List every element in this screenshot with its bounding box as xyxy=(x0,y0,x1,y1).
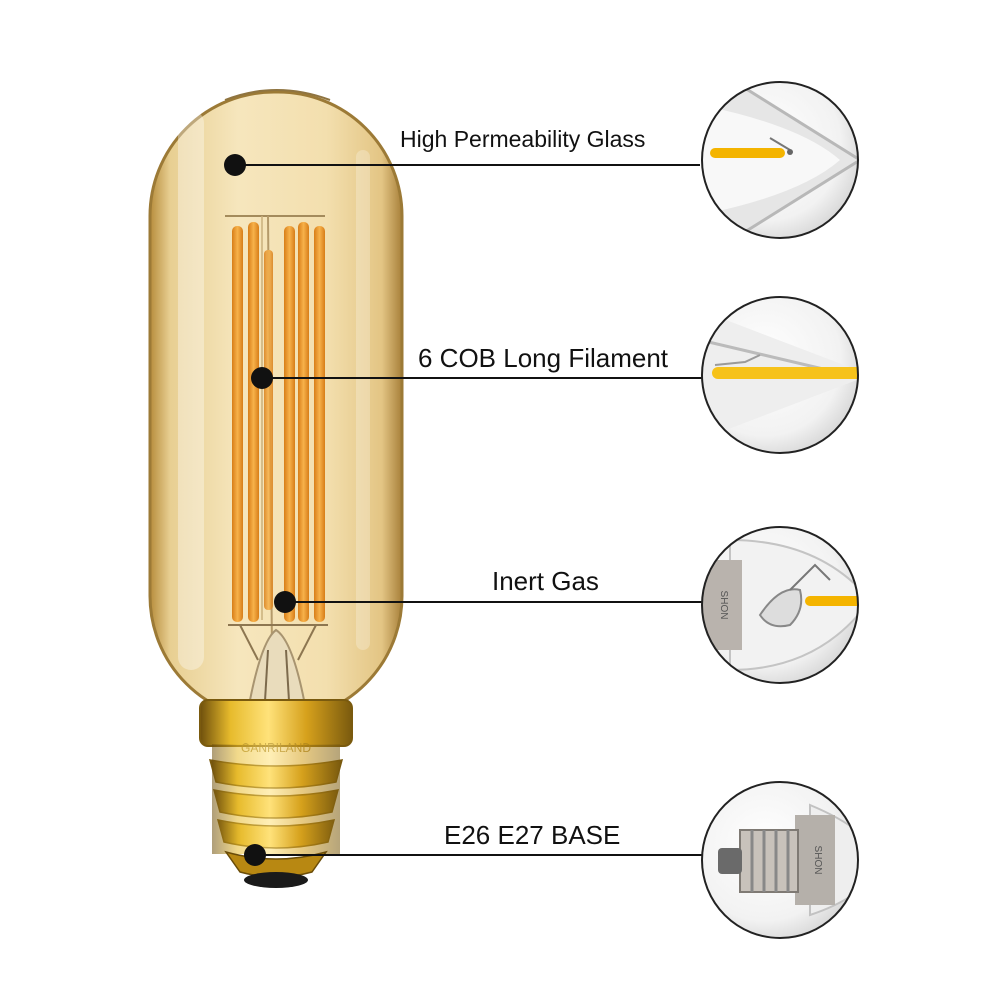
callout-glass-leader xyxy=(224,154,700,176)
glass-envelope xyxy=(148,89,404,722)
filament-strip xyxy=(314,226,325,622)
detail-circle-base: SHON xyxy=(701,781,859,939)
callout-base-leader xyxy=(244,844,702,866)
callout-filament-leader xyxy=(251,367,702,389)
filament-strip xyxy=(248,222,259,622)
callout-gas-leader xyxy=(274,591,702,613)
detail-circle-filament xyxy=(701,296,859,454)
detail-circle-glass xyxy=(701,81,859,239)
filament-strip xyxy=(284,226,295,622)
closeup-mark-gas: SHON xyxy=(718,591,729,620)
filament-strip xyxy=(232,226,243,622)
callout-label-base: E26 E27 BASE xyxy=(444,820,621,850)
filament-strip xyxy=(298,222,309,622)
filament-strip xyxy=(264,250,273,610)
closeup-mark-base: SHON xyxy=(812,846,823,875)
callout-label-gas: Inert Gas xyxy=(492,566,599,596)
callout-label-filament: 6 COB Long Filament xyxy=(418,343,669,373)
base-contact xyxy=(244,872,308,888)
detail-circle-gas: SHON xyxy=(701,526,859,684)
bulb: GANRILAND xyxy=(148,89,404,888)
callout-label-glass: High Permeability Glass xyxy=(400,126,646,152)
filament-assembly xyxy=(225,215,328,719)
screw-base: GANRILAND xyxy=(199,699,353,888)
